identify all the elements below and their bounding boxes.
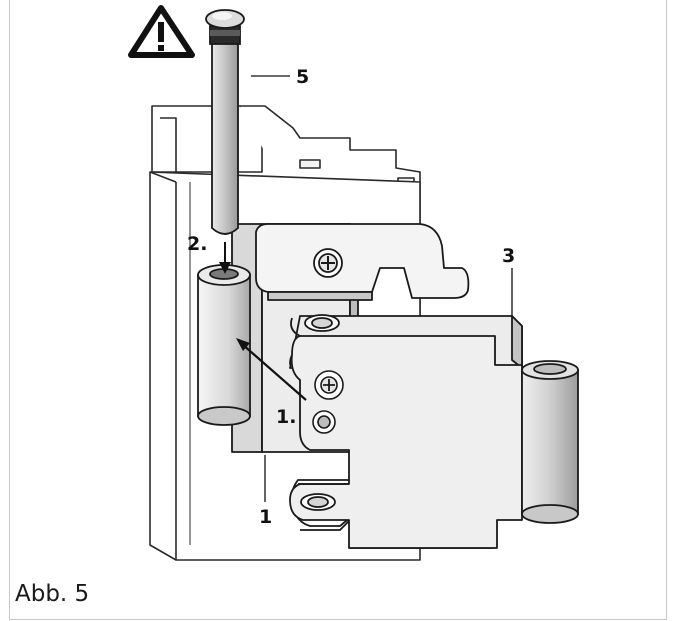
large-hinge-leaf [289, 314, 523, 549]
upper-hinge-leaf [255, 223, 470, 301]
callout-step-1: 1. [276, 406, 296, 428]
callout-step-2: 2. [187, 233, 207, 255]
right-hinge-barrel [521, 360, 579, 524]
step-1-arrow [236, 338, 307, 401]
warning-triangle-icon [128, 5, 195, 58]
callout-5: 5 [296, 66, 309, 88]
adjustment-screws [312, 370, 344, 434]
leader-lines [251, 75, 513, 502]
step-2-arrow [219, 242, 231, 274]
figure-caption: Abb. 5 [15, 581, 90, 607]
hinge-pin [205, 9, 245, 235]
callout-1: 1 [259, 506, 272, 528]
figure-frame [9, 0, 667, 620]
callout-3: 3 [502, 245, 515, 267]
